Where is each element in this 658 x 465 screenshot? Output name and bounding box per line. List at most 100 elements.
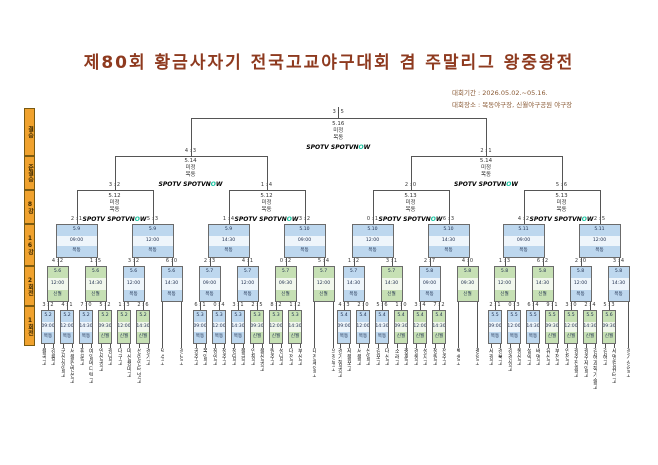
connector-line — [233, 344, 235, 348]
spotv-logo: SPOTV — [378, 215, 402, 223]
round-label-text: 결승 — [26, 126, 34, 138]
match-venue: 목동 — [129, 292, 138, 298]
bye-line — [333, 302, 334, 348]
match-time: 09:30 — [546, 321, 558, 333]
match-time: 14:30 — [584, 321, 596, 333]
score-label: 0 : 4 — [213, 302, 225, 308]
connector-line — [190, 118, 487, 119]
team-name: 배명고 — [534, 348, 540, 366]
match-venue: 신월 — [53, 292, 62, 298]
team-name: 청담고 — [230, 348, 236, 366]
match-venue: 신월 — [538, 292, 547, 298]
match-venue: 목동 — [300, 248, 309, 254]
team-name: 경기고 — [144, 348, 150, 366]
score-label: 2 : 1 — [70, 216, 83, 222]
connector-line — [228, 190, 306, 191]
match-time: 12:00 — [47, 278, 68, 290]
connector-line — [415, 344, 417, 348]
connector-line — [280, 344, 282, 348]
match-venue: 목동 — [425, 292, 434, 298]
match-time: 09:00 — [489, 321, 501, 333]
match-date: 5.3 — [215, 313, 223, 319]
round-label-3: 8강 — [24, 190, 35, 224]
match-time: 14:30 — [343, 278, 364, 290]
connector-line — [290, 344, 292, 348]
match-date: 5.10 — [367, 227, 378, 233]
connector-line — [299, 344, 301, 348]
spotvnow-logo: SPOTVNOW — [107, 215, 147, 223]
match-date: 5.9 — [72, 227, 81, 233]
match-time: 12:00 — [237, 278, 258, 290]
team-name: 서울컨벤션고 — [68, 348, 74, 384]
connector-line — [128, 344, 130, 348]
score-label: 6 : 0 — [165, 258, 178, 264]
tournament-info: 대회기간 : 2026.05.02.~05.16. 대회장소 : 목동야구장, … — [452, 88, 572, 111]
match-date: 5.8 — [538, 269, 547, 275]
match-venue: 목동 — [368, 248, 377, 254]
match-date: 5.9 — [224, 227, 233, 233]
score-label: 1 : 2 — [289, 302, 301, 308]
connector-line — [257, 302, 258, 310]
connector-line — [609, 302, 610, 310]
match-time: 09:00 — [419, 278, 440, 290]
score-label: 4 : 3 — [184, 148, 197, 154]
match-venue: 목동 — [595, 248, 604, 254]
score-label: 4 : 1 — [241, 258, 254, 264]
match-venue: 목동 — [556, 206, 567, 213]
connector-line — [443, 344, 445, 348]
match-date: 5.4 — [340, 313, 348, 319]
team-name: 인창고 — [249, 348, 255, 366]
score-label: 4 : 2 — [51, 258, 64, 264]
match-venue: 신월 — [387, 292, 396, 298]
team-name: 안산공고 — [97, 348, 103, 372]
match-date: 5.6 — [91, 269, 100, 275]
connector-line — [358, 344, 360, 348]
match-time: 12:00 — [123, 278, 144, 290]
match-date: 5.5 — [510, 313, 518, 319]
match-venue: 목동 — [349, 292, 358, 298]
bye-line — [181, 302, 182, 348]
connector-line — [223, 344, 225, 348]
match-venue: 신월 — [434, 334, 444, 340]
score-label: 2 : 3 — [203, 258, 216, 264]
match-time: 12:00 — [352, 235, 393, 247]
score-label: 2 : 0 — [574, 258, 587, 264]
connector-line — [109, 344, 111, 348]
team-name: 원주고 — [268, 348, 274, 366]
score-label: 5 : 2 — [99, 302, 111, 308]
connector-line — [252, 344, 254, 348]
match-time: 09:00 — [503, 235, 544, 247]
connector-line — [67, 302, 68, 310]
connector-line — [594, 344, 596, 348]
connector-line — [585, 344, 587, 348]
connector-line — [204, 344, 206, 348]
team-name: 휘문고 — [78, 348, 84, 366]
team-name: 세광고 — [487, 348, 493, 366]
connector-line — [490, 344, 492, 348]
match-venue: 목동 — [528, 334, 538, 340]
match-venue: 목동 — [333, 134, 344, 141]
score-label: 3 : 4 — [612, 258, 625, 264]
team-name: 김해과학기술고 — [591, 348, 597, 390]
match-venue: 목동 — [509, 334, 519, 340]
connector-line — [486, 118, 487, 156]
team-name: 동산고 — [515, 348, 521, 366]
